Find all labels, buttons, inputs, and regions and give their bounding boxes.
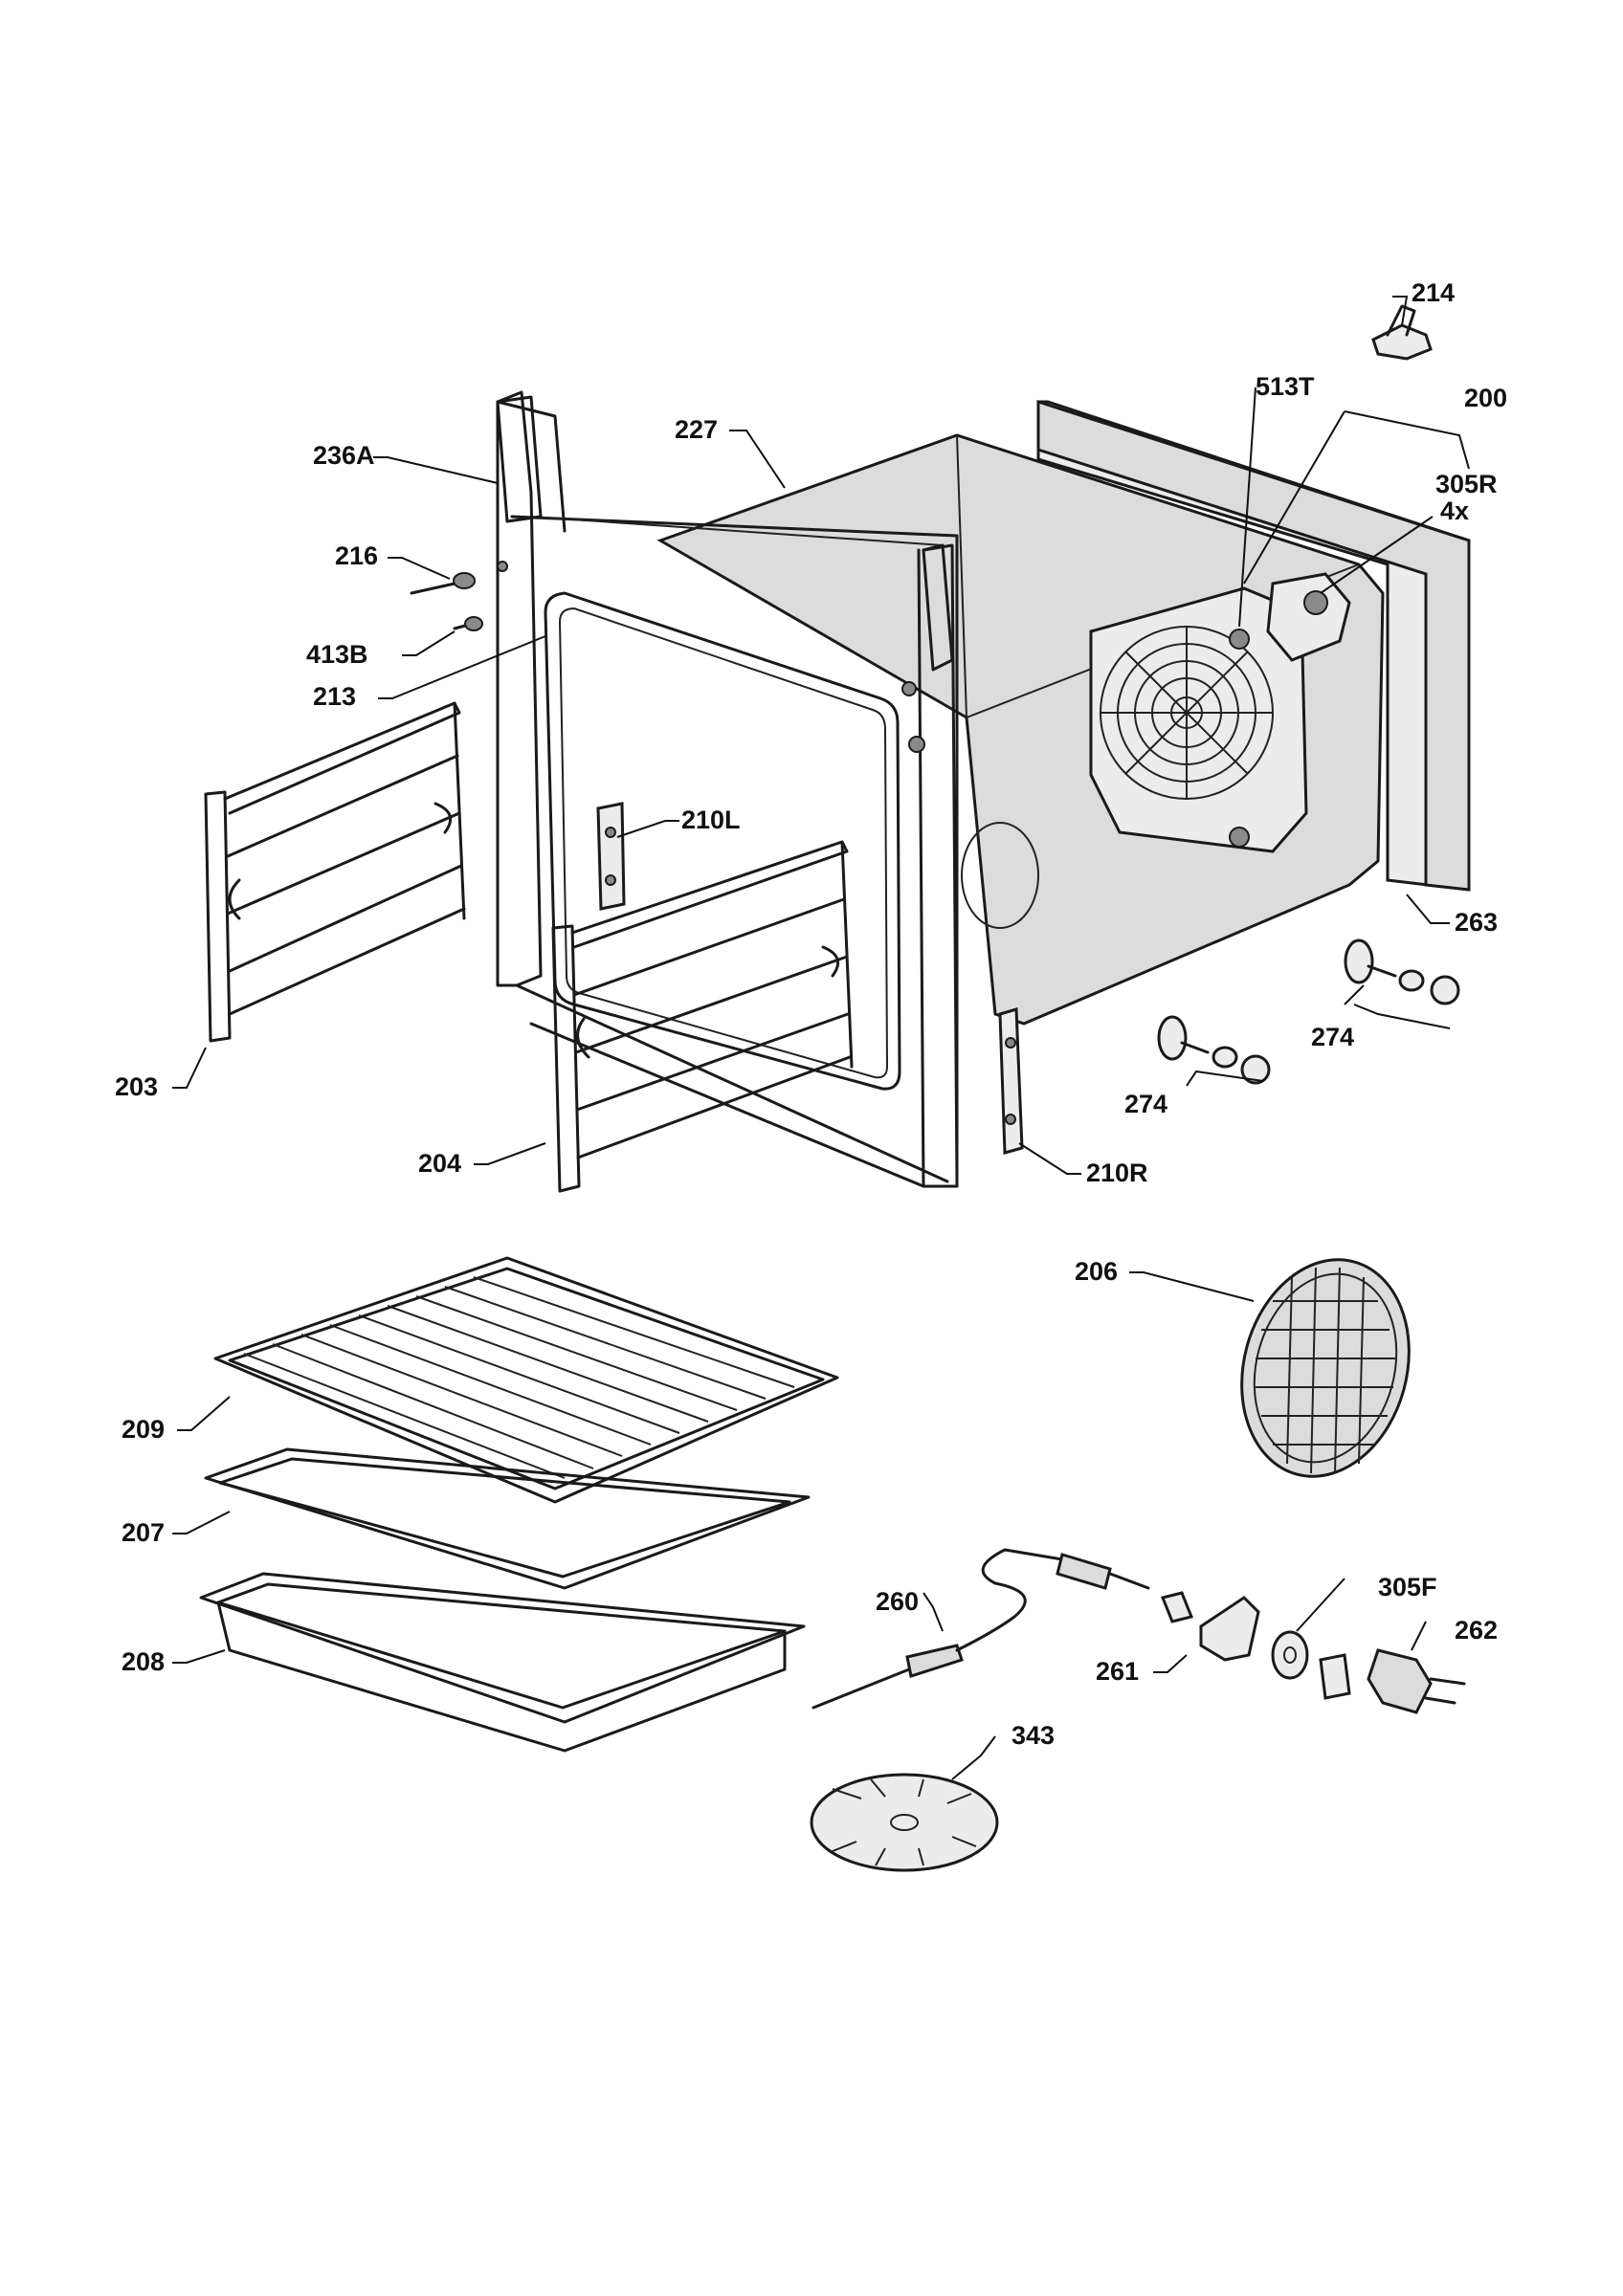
frame-hinge-bracket <box>496 395 954 672</box>
label-263: 263 <box>1455 908 1498 937</box>
screw-216 <box>410 561 508 595</box>
shelf-support-204 <box>551 840 854 1193</box>
label-210r: 210R <box>1086 1159 1148 1187</box>
foot-274-right <box>1344 938 1460 1005</box>
fan-screw-icon <box>1229 629 1250 650</box>
label-260: 260 <box>876 1587 919 1616</box>
probe-socket-261 <box>1160 1591 1260 1662</box>
oven-cavity-227 <box>656 433 1385 1026</box>
side-rail-210r <box>998 1007 1024 1155</box>
cavity-screws <box>901 681 925 753</box>
label-213: 213 <box>313 682 356 711</box>
label-209: 209 <box>122 1415 165 1444</box>
label-203: 203 <box>115 1072 158 1101</box>
label-227: 227 <box>675 415 718 444</box>
fan-motor-bracket-305r <box>1266 572 1351 662</box>
wire-shelf-209 <box>213 1256 839 1504</box>
label-4x: 4x <box>1440 497 1469 525</box>
label-274-left: 274 <box>1124 1090 1167 1118</box>
label-207: 207 <box>122 1518 165 1547</box>
screw-413b <box>453 616 483 631</box>
door-seal-213 <box>544 591 901 1091</box>
label-262: 262 <box>1455 1616 1498 1645</box>
label-200: 200 <box>1464 384 1507 412</box>
front-frame-236a <box>496 390 959 1188</box>
label-513t: 513T <box>1256 372 1315 401</box>
clip-214 <box>1371 304 1433 361</box>
label-204: 204 <box>418 1149 461 1178</box>
baking-tray-207 <box>204 1447 811 1590</box>
meat-probe-260 <box>812 1548 1150 1710</box>
side-rail-210l <box>596 802 626 911</box>
label-413b: 413B <box>306 640 368 669</box>
foot-274-left <box>1157 1015 1271 1085</box>
label-214: 214 <box>1412 278 1455 307</box>
fan-cover-200 <box>1089 586 1308 853</box>
label-274-right: 274 <box>1311 1023 1354 1051</box>
label-305f: 305F <box>1378 1573 1437 1601</box>
label-261: 261 <box>1096 1657 1139 1686</box>
label-206: 206 <box>1075 1257 1118 1286</box>
deep-tray-208 <box>199 1572 806 1753</box>
drip-plate-343 <box>810 1773 999 1872</box>
fan-grille-206 <box>1240 1258 1411 1478</box>
washer-305f <box>1271 1630 1309 1680</box>
label-343: 343 <box>1012 1721 1055 1750</box>
label-236a: 236A <box>313 441 375 470</box>
label-208: 208 <box>122 1647 165 1676</box>
fan-screw-icon <box>1229 827 1250 848</box>
label-305r: 305R <box>1435 470 1498 498</box>
shelf-support-203 <box>204 701 466 1043</box>
label-216: 216 <box>335 541 378 570</box>
rear-insulation-panel <box>1036 399 1471 892</box>
socket-connector-262 <box>1319 1648 1466 1714</box>
part-labels: 214 513T 200 227 236A 305R 4x 216 413B 2… <box>115 278 1507 1750</box>
label-210l: 210L <box>681 806 741 834</box>
leader-lines <box>172 296 1470 1780</box>
